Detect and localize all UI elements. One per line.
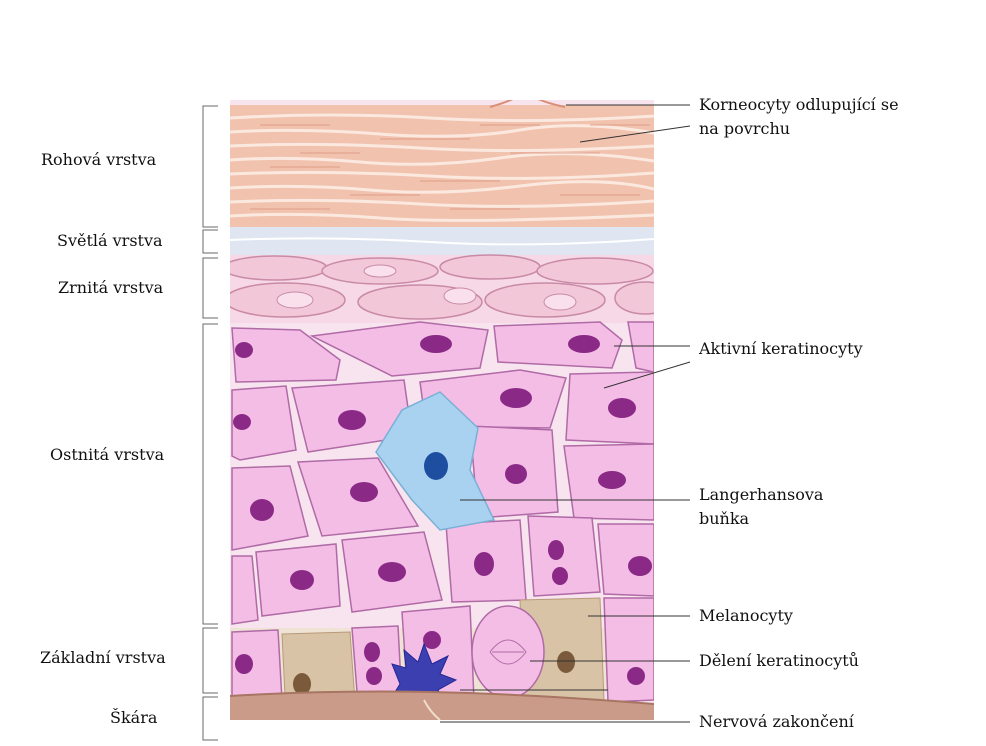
callout-deleni: Dělení keratinocytů — [699, 649, 859, 673]
callout-korneocyty-line1: Korneocyty odlupující se — [699, 93, 899, 117]
layer-label-ostnita: Ostnitá vrstva — [50, 445, 164, 464]
layer-label-svetla: Světlá vrstva — [57, 231, 163, 250]
callout-nervova-line1: Nervová zakončení — [699, 710, 854, 734]
stratum-corneum-illustration — [230, 92, 654, 227]
layer-label-zakladni: Základní vrstva — [40, 648, 166, 667]
callout-korneocyty: Korneocyty odlupující se na povrchu — [699, 93, 899, 141]
callout-langerhans: Langerhansova buňka — [699, 483, 823, 531]
layer-label-zrnita: Zrnitá vrstva — [58, 278, 163, 297]
callout-deleni-line1: Dělení keratinocytů — [699, 649, 859, 673]
stratum-granulosum-illustration — [223, 255, 675, 323]
callout-langerhans-line2: buňka — [699, 507, 823, 531]
callout-aktivni: Aktivní keratinocyty — [699, 337, 863, 361]
langerhans-nucleus — [424, 452, 448, 480]
callout-korneocyty-line2: na povrchu — [699, 117, 899, 141]
layer-label-skara: Škára — [110, 708, 157, 727]
layer-label-rohova: Rohová vrstva — [41, 150, 156, 169]
stratum-spinosum-illustration — [230, 322, 654, 628]
callout-melanocyty: Melanocyty — [699, 604, 793, 628]
layer-brackets — [203, 106, 218, 740]
epidermis-tissue — [223, 92, 675, 720]
stratum-lucidum-illustration — [230, 227, 654, 255]
callout-melanocyty-line1: Melanocyty — [699, 604, 793, 628]
callout-aktivni-line1: Aktivní keratinocyty — [699, 337, 863, 361]
callout-langerhans-line1: Langerhansova — [699, 483, 823, 507]
callout-nervova: Nervová zakončení — [699, 710, 854, 734]
